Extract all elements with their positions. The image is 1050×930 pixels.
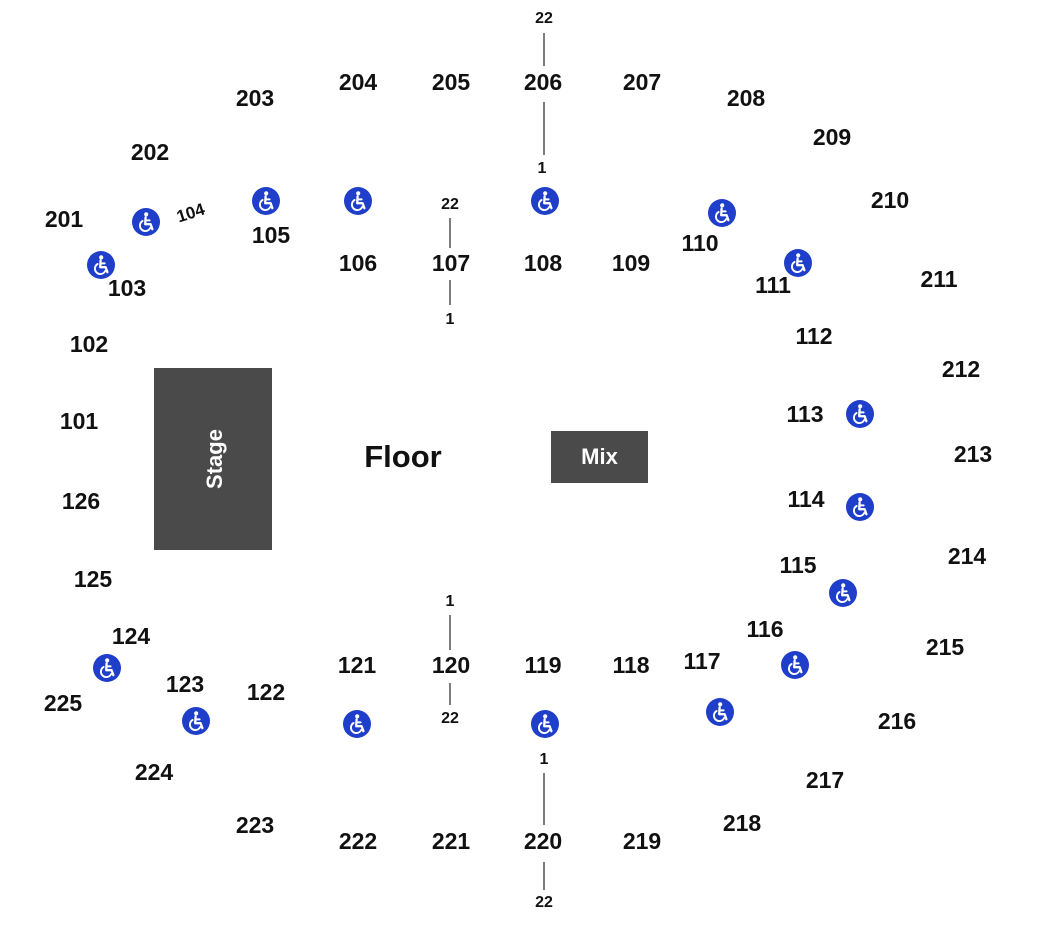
section-203[interactable]: 203 xyxy=(236,85,274,111)
row-label-120-top: 1 xyxy=(446,593,455,610)
mix-position: Mix xyxy=(551,431,648,483)
row-indicators xyxy=(449,33,545,890)
section-125[interactable]: 125 xyxy=(74,566,113,592)
sections-200-level: 201 202 203 204 205 206 207 208 209 210 … xyxy=(44,69,992,854)
section-109[interactable]: 109 xyxy=(612,250,650,276)
section-113[interactable]: 113 xyxy=(786,401,823,427)
section-218[interactable]: 218 xyxy=(723,810,762,836)
row-label-220-top: 1 xyxy=(540,751,549,768)
section-220[interactable]: 220 xyxy=(524,828,562,854)
section-120[interactable]: 120 xyxy=(432,652,470,678)
wheelchair-icon[interactable] xyxy=(131,207,161,237)
section-210[interactable]: 210 xyxy=(871,187,909,213)
section-107[interactable]: 107 xyxy=(432,250,470,276)
section-103[interactable]: 103 xyxy=(108,275,146,301)
wheelchair-icon[interactable] xyxy=(343,186,373,216)
stage: Stage xyxy=(154,368,272,550)
wheelchair-icon[interactable] xyxy=(783,248,813,278)
section-202[interactable]: 202 xyxy=(131,139,169,165)
section-219[interactable]: 219 xyxy=(623,828,661,854)
wheelchair-icon[interactable] xyxy=(92,653,122,683)
wheelchair-icon[interactable] xyxy=(342,709,372,739)
mix-label: Mix xyxy=(581,444,618,469)
section-106[interactable]: 106 xyxy=(339,250,377,276)
section-119[interactable]: 119 xyxy=(524,652,561,678)
sections-100-level: 101 102 103 104 105 106 107 108 109 110 … xyxy=(60,199,833,705)
wheelchair-icon[interactable] xyxy=(707,198,737,228)
section-117[interactable]: 117 xyxy=(683,648,720,674)
section-205[interactable]: 205 xyxy=(432,69,471,95)
section-111[interactable]: 111 xyxy=(755,272,791,298)
section-126[interactable]: 126 xyxy=(62,488,100,514)
section-211[interactable]: 211 xyxy=(920,266,957,292)
section-122[interactable]: 122 xyxy=(247,679,285,705)
stage-label: Stage xyxy=(202,429,227,489)
wheelchair-icon[interactable] xyxy=(705,697,735,727)
section-102[interactable]: 102 xyxy=(70,331,108,357)
section-215[interactable]: 215 xyxy=(926,634,965,660)
wheelchair-icon[interactable] xyxy=(828,578,858,608)
row-label-107-bottom: 1 xyxy=(446,311,455,328)
row-label-206-bottom: 1 xyxy=(538,160,547,177)
section-207[interactable]: 207 xyxy=(623,69,661,95)
section-104[interactable]: 104 xyxy=(174,199,207,226)
row-labels: 22 1 22 1 1 22 1 22 xyxy=(441,10,553,911)
wheelchair-icon[interactable] xyxy=(251,186,281,216)
section-116[interactable]: 116 xyxy=(746,616,783,642)
section-217[interactable]: 217 xyxy=(806,767,844,793)
wheelchair-icon[interactable] xyxy=(845,492,875,522)
section-216[interactable]: 216 xyxy=(878,708,916,734)
row-label-120-bottom: 22 xyxy=(441,710,459,727)
section-222[interactable]: 222 xyxy=(339,828,377,854)
section-204[interactable]: 204 xyxy=(339,69,378,95)
section-101[interactable]: 101 xyxy=(60,408,99,434)
section-208[interactable]: 208 xyxy=(727,85,766,111)
section-105[interactable]: 105 xyxy=(252,222,291,248)
row-label-107-top: 22 xyxy=(441,196,459,213)
row-label-206-top: 22 xyxy=(535,10,553,27)
wheelchair-icon[interactable] xyxy=(530,709,560,739)
section-110[interactable]: 110 xyxy=(681,230,718,256)
section-108[interactable]: 108 xyxy=(524,250,563,276)
section-209[interactable]: 209 xyxy=(813,124,851,150)
section-224[interactable]: 224 xyxy=(135,759,174,785)
section-213[interactable]: 213 xyxy=(954,441,992,467)
section-206[interactable]: 206 xyxy=(524,69,562,95)
section-223[interactable]: 223 xyxy=(236,812,274,838)
floor-label: Floor xyxy=(364,439,442,474)
section-112[interactable]: 112 xyxy=(795,323,832,349)
section-124[interactable]: 124 xyxy=(112,623,151,649)
section-221[interactable]: 221 xyxy=(432,828,471,854)
section-114[interactable]: 114 xyxy=(787,486,824,512)
section-121[interactable]: 121 xyxy=(338,652,377,678)
wheelchair-icon[interactable] xyxy=(86,250,116,280)
row-label-220-bottom: 22 xyxy=(535,894,553,911)
section-225[interactable]: 225 xyxy=(44,690,83,716)
wheelchair-icon[interactable] xyxy=(780,650,810,680)
wheelchair-icon[interactable] xyxy=(845,399,875,429)
section-115[interactable]: 115 xyxy=(779,552,816,578)
section-212[interactable]: 212 xyxy=(942,356,980,382)
wheelchair-icon[interactable] xyxy=(181,706,211,736)
section-123[interactable]: 123 xyxy=(166,671,204,697)
wheelchair-icon[interactable] xyxy=(530,186,560,216)
section-118[interactable]: 118 xyxy=(612,652,649,678)
section-214[interactable]: 214 xyxy=(948,543,987,569)
section-201[interactable]: 201 xyxy=(45,206,84,232)
